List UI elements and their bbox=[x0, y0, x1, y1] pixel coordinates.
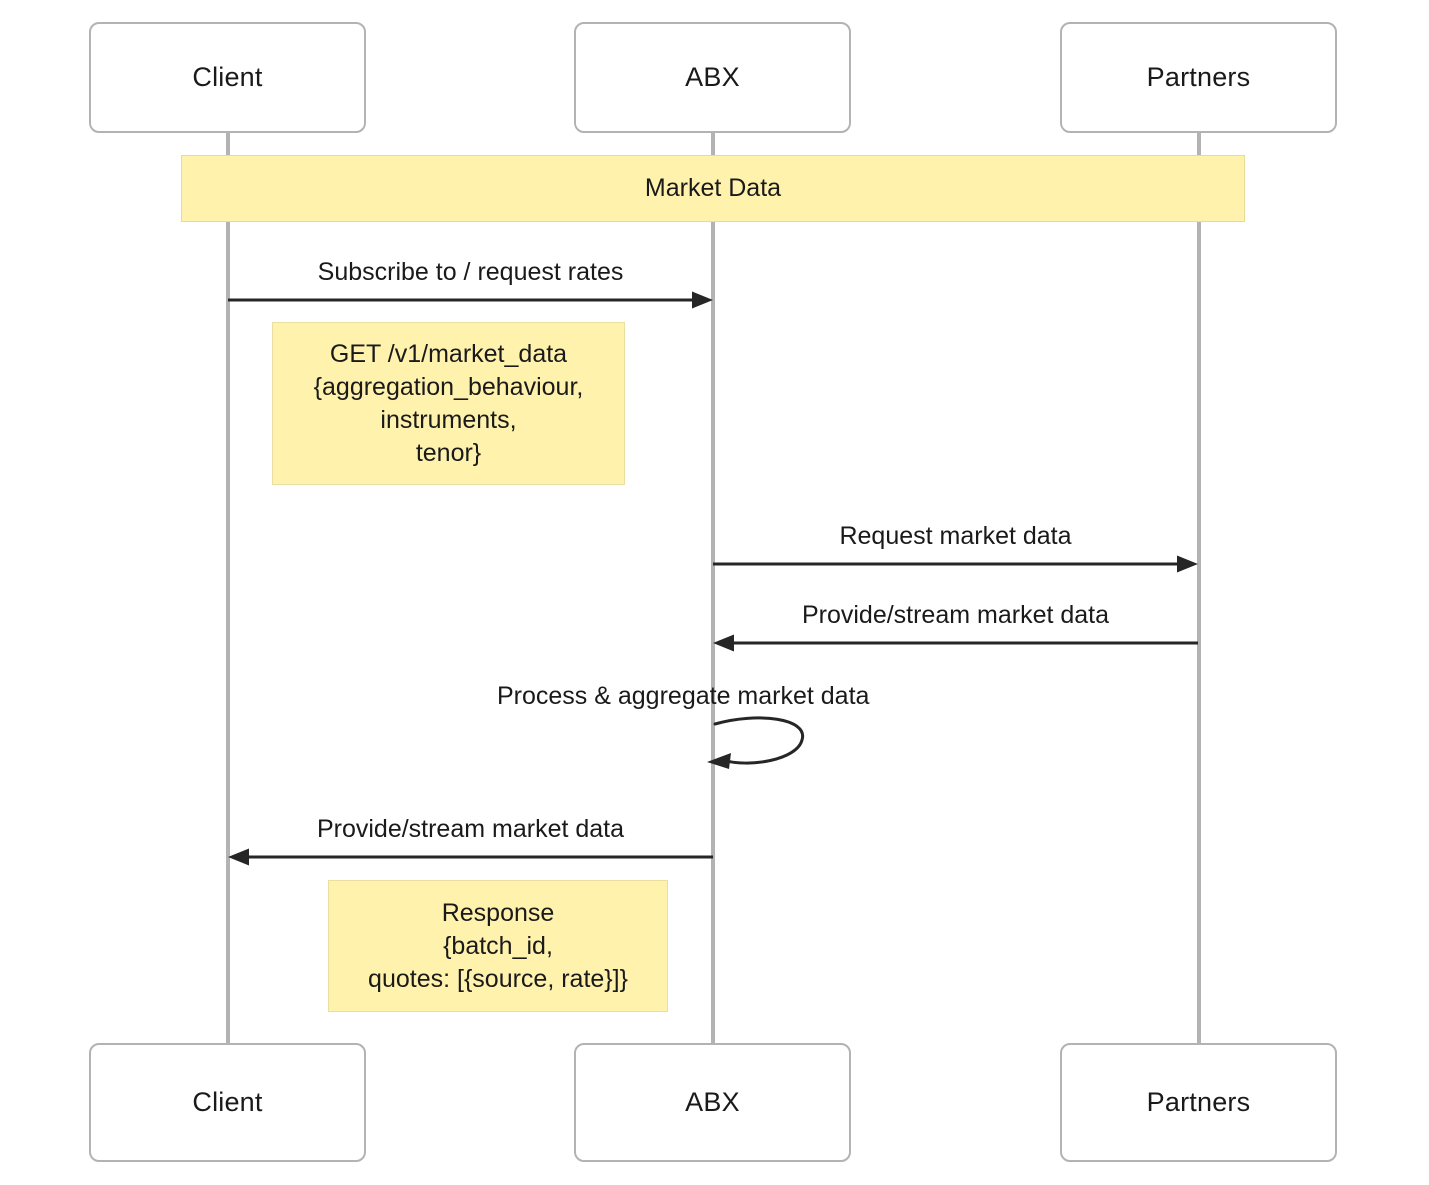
actor-label-partners-top: Partners bbox=[1146, 61, 1251, 92]
message-label-4: Process & aggregate market data bbox=[497, 682, 870, 710]
actor-box-partners-bottom[interactable]: Partners bbox=[1060, 1043, 1337, 1162]
lifeline-abx bbox=[711, 133, 715, 1043]
note-response-line-3: quotes: [{source, rate}]} bbox=[368, 964, 628, 993]
note-response-payload: Response {batch_id, quotes: [{source, ra… bbox=[328, 880, 668, 1012]
actor-box-abx-bottom[interactable]: ABX bbox=[574, 1043, 851, 1162]
actor-label-client-bottom: Client bbox=[192, 1086, 263, 1117]
fragment-banner-market-data: Market Data bbox=[181, 155, 1245, 222]
message-request-market-data[interactable]: Request market data bbox=[711, 522, 1200, 573]
note-request-line-2: {aggregation_behaviour, bbox=[313, 372, 584, 401]
note-request-payload: GET /v1/market_data {aggregation_behavio… bbox=[272, 322, 625, 485]
self-loop-arrow bbox=[707, 716, 804, 769]
actor-label-abx-bottom: ABX bbox=[685, 1086, 740, 1117]
actor-box-client-top[interactable]: Client bbox=[89, 22, 366, 133]
message-provide-stream-market-data-client[interactable]: Provide/stream market data bbox=[226, 815, 715, 866]
note-request-line-4: tenor} bbox=[415, 438, 482, 467]
message-subscribe-to-request-rates[interactable]: Subscribe to / request rates bbox=[226, 258, 715, 309]
message-process-aggregate-market-data[interactable]: Process & aggregate market data bbox=[497, 682, 869, 769]
message-label-5: Provide/stream market data bbox=[316, 815, 625, 843]
note-request-line-3: instruments, bbox=[380, 405, 517, 434]
message-label-2: Request market data bbox=[839, 522, 1072, 550]
message-arrow-5 bbox=[228, 848, 713, 866]
message-label-1: Subscribe to / request rates bbox=[317, 258, 624, 286]
lifeline-client bbox=[226, 133, 230, 1043]
actor-box-client-bottom[interactable]: Client bbox=[89, 1043, 366, 1162]
message-provide-stream-market-data-partners[interactable]: Provide/stream market data bbox=[711, 601, 1200, 652]
actor-box-abx-top[interactable]: ABX bbox=[574, 22, 851, 133]
actor-label-abx-top: ABX bbox=[685, 61, 740, 92]
actor-box-partners-top[interactable]: Partners bbox=[1060, 22, 1337, 133]
message-arrow-2 bbox=[713, 555, 1198, 573]
actor-label-client-top: Client bbox=[192, 61, 263, 92]
note-response-line-1: Response bbox=[441, 898, 555, 927]
note-request-line-1: GET /v1/market_data bbox=[329, 339, 568, 368]
lifeline-partners bbox=[1197, 133, 1201, 1043]
note-response-line-2: {batch_id, bbox=[443, 931, 553, 960]
fragment-banner-label: Market Data bbox=[644, 174, 782, 202]
actor-label-partners-bottom: Partners bbox=[1146, 1086, 1251, 1117]
message-arrow-3 bbox=[713, 634, 1198, 652]
message-label-3: Provide/stream market data bbox=[801, 601, 1110, 629]
message-arrow-1 bbox=[228, 291, 713, 309]
